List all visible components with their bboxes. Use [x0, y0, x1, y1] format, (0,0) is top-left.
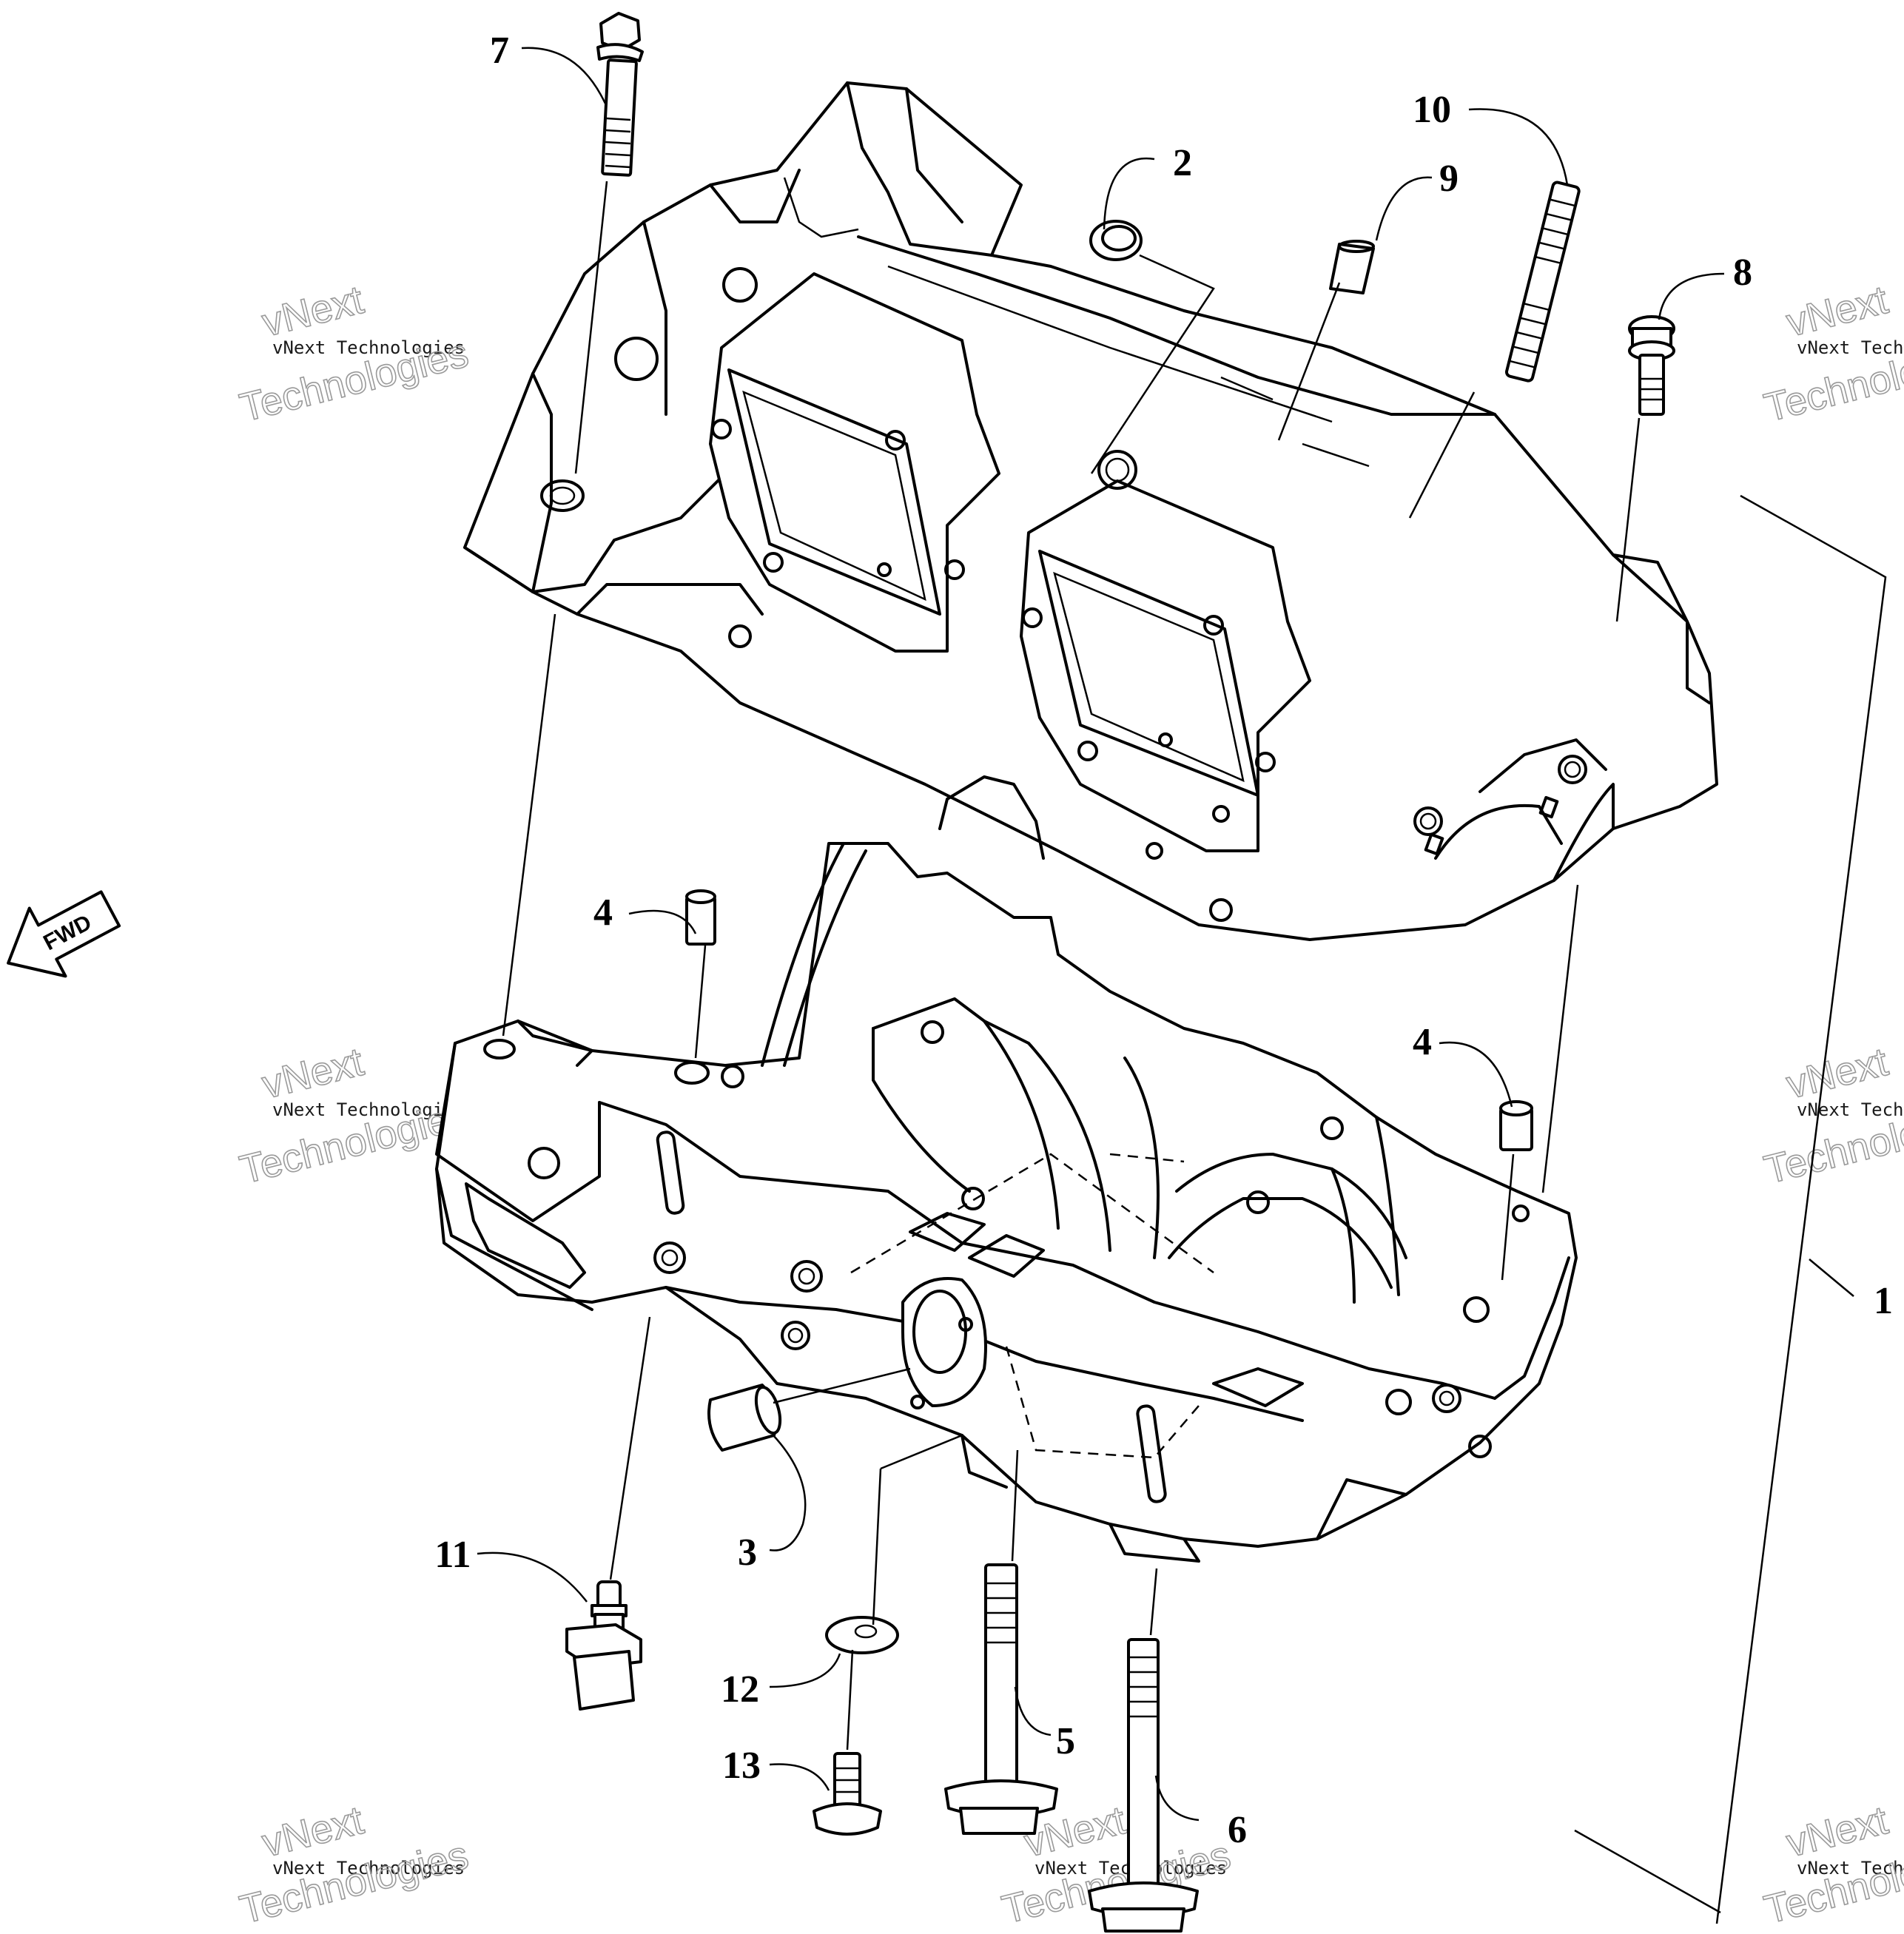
watermark-small: vNext Technologies	[272, 337, 465, 358]
callout-2: 2	[1173, 142, 1192, 184]
watermark-small: vNext Technologies	[1797, 1099, 1904, 1120]
watermark-small: vNext Technologies	[272, 1099, 465, 1120]
callout-8: 8	[1733, 252, 1752, 294]
callout-5: 5	[1056, 1720, 1075, 1762]
watermark-top-right: vNext vNext Technologies Technologies	[1760, 277, 1904, 431]
watermark-small: vNext Technologies	[1797, 1858, 1904, 1879]
part-8-torx-bolt	[1628, 315, 1675, 416]
part-5-long-bolt	[944, 1563, 1058, 1835]
watermark-big-top: vNext	[1782, 1798, 1891, 1866]
callout-13: 13	[722, 1745, 761, 1787]
watermark-top-left: vNext vNext Technologies Technologies	[235, 277, 474, 431]
watermark-big-top: vNext	[258, 1040, 367, 1108]
watermark-big-top: vNext	[258, 277, 367, 346]
forward-direction-arrow: FWD	[7, 890, 121, 978]
part-10-cylinder-stud	[1504, 181, 1581, 383]
callout-10: 10	[1413, 89, 1451, 131]
callout-7: 7	[490, 30, 509, 72]
assembly-lines	[502, 181, 1641, 1751]
callout-11: 11	[434, 1534, 471, 1576]
watermark-big-top: vNext	[1782, 1040, 1891, 1108]
lower-crankcase-half	[435, 842, 1578, 1563]
part-3-bushing	[707, 1384, 782, 1452]
part-11-temperature-sensor	[565, 1580, 642, 1711]
callout-9: 9	[1439, 158, 1459, 200]
part-9-dowel-pin	[1329, 240, 1375, 294]
callout-leaders	[477, 47, 1854, 1822]
watermark-bottom-right: vNext vNext Technologies Technologies	[1760, 1797, 1904, 1933]
watermark-small: vNext Technologies	[1797, 337, 1904, 358]
part-4-dowel-right	[1499, 1100, 1533, 1151]
callout-4-right: 4	[1413, 1021, 1432, 1063]
callout-12: 12	[721, 1668, 759, 1711]
part-12-washer	[825, 1616, 899, 1654]
watermark-big-top: vNext	[1782, 277, 1891, 346]
assembly-bracket	[1574, 494, 1887, 1924]
part-7-flange-bolt	[596, 12, 644, 177]
upper-crankcase-half	[463, 81, 1718, 941]
part-2-seal-ring	[1089, 220, 1143, 261]
callout-6: 6	[1228, 1809, 1247, 1851]
part-4-dowel-left	[685, 889, 716, 946]
watermark-bottom-left: vNext vNext Technologies Technologies	[235, 1797, 474, 1933]
watermark-middle-right: vNext vNext Technologies Technologies	[1760, 1039, 1904, 1193]
part-13-screw	[813, 1752, 882, 1836]
watermark-big-top: vNext	[258, 1798, 367, 1866]
part-6-long-bolt	[1088, 1638, 1199, 1933]
callout-numbers: 1 2 3 4 4 5 6 7 8 9 10 11 12 13	[434, 30, 1893, 1851]
callout-1: 1	[1874, 1280, 1893, 1322]
callout-4-left: 4	[593, 892, 613, 934]
callout-3: 3	[738, 1532, 757, 1574]
watermark-small: vNext Technologies	[272, 1858, 465, 1879]
